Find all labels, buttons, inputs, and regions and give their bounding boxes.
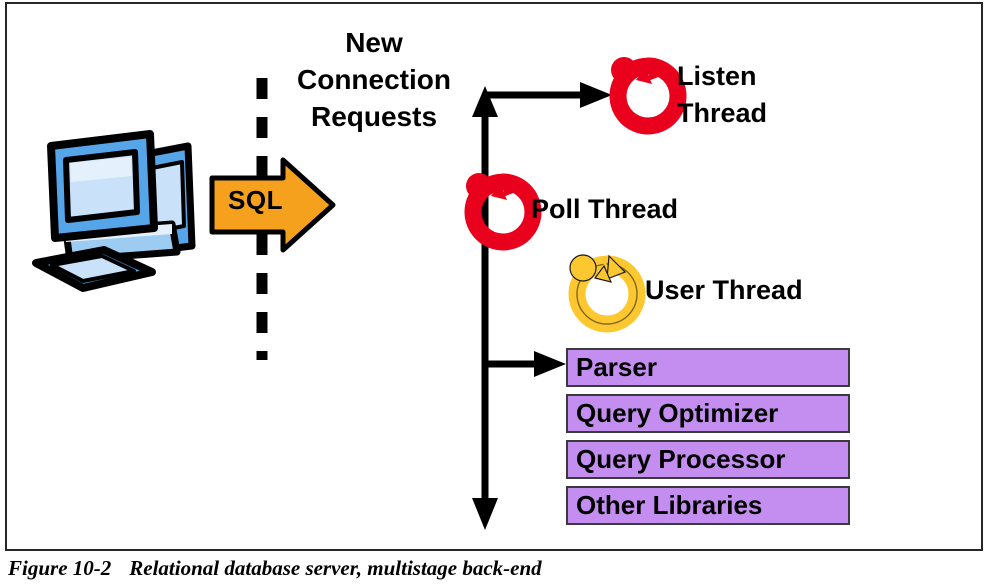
user-thread-label: User Thread bbox=[645, 275, 803, 305]
component-box-other-libraries: Other Libraries bbox=[566, 486, 850, 525]
component-box-query-optimizer: Query Optimizer bbox=[566, 394, 850, 433]
title-line-2: Connection bbox=[297, 64, 451, 95]
component-label-parser: Parser bbox=[576, 352, 657, 382]
figure-caption: Figure 10-2 Relational database server, m… bbox=[8, 556, 968, 581]
title-line-3: Requests bbox=[310, 101, 438, 132]
component-box-query-processor: Query Processor bbox=[566, 440, 850, 479]
figure-caption-number: Figure 10-2 bbox=[8, 556, 112, 580]
component-label-other-libraries: Other Libraries bbox=[576, 490, 763, 520]
component-label-query-processor: Query Processor bbox=[576, 444, 786, 474]
sql-arrow-label: SQL bbox=[228, 185, 283, 215]
title-line-1: New bbox=[345, 27, 403, 58]
diagram-title: New Connection Requests bbox=[268, 24, 480, 135]
listen-thread-label-line-1: Listen bbox=[677, 61, 757, 91]
listen-thread-label: Listen Thread bbox=[677, 58, 767, 132]
component-box-parser: Parser bbox=[566, 348, 850, 387]
figure-caption-text: Relational database server, multistage b… bbox=[129, 556, 542, 580]
listen-thread-label-line-2: Thread bbox=[677, 98, 768, 128]
component-label-query-optimizer: Query Optimizer bbox=[576, 398, 779, 428]
poll-thread-label: Poll Thread bbox=[531, 194, 679, 224]
